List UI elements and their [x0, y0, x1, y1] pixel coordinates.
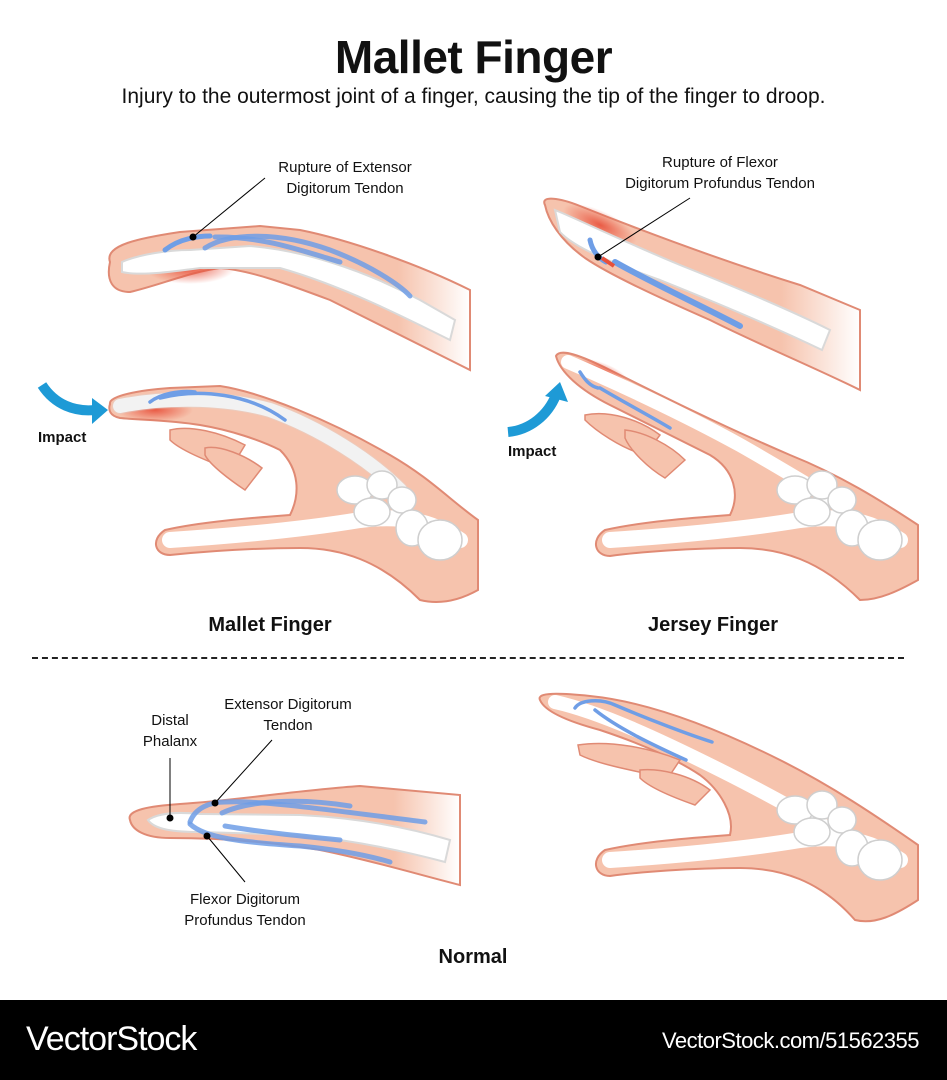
label-distal-phalanx: Distal Phalanx [130, 710, 210, 752]
finger-bones [121, 244, 457, 342]
label-line: Tendon [263, 717, 313, 734]
label-line: Rupture of Extensor [278, 159, 412, 176]
impact-label-jersey: Impact [508, 443, 557, 460]
label-line: Phalanx [142, 733, 198, 750]
annotation-leader-line [192, 177, 266, 238]
caption-normal: Normal [438, 946, 508, 968]
label-line: Profundus Tendon [184, 912, 306, 929]
brand-logo: VectorStock [26, 1020, 197, 1058]
impact-arrow-icon [37, 382, 96, 416]
section-divider [32, 657, 904, 659]
label-rupture-extensor: Rupture of Extensor Digitorum Tendon [250, 157, 440, 199]
normal-finger-closeup [128, 739, 461, 887]
label-flexor-digitorum: Flexor Digitorum Profundus Tendon [160, 889, 330, 931]
page-title: Mallet Finger [334, 31, 613, 83]
image-url: VectorStock.com/51562355 [661, 1028, 920, 1053]
label-rupture-flexor: Rupture of Flexor Digitorum Profundus Te… [610, 152, 830, 194]
label-line: Digitorum Tendon [286, 180, 404, 197]
extensor-digitorum-tendon [187, 799, 428, 825]
mallet-finger-hand [37, 382, 479, 603]
impact-label-mallet: Impact [38, 429, 87, 446]
jersey-finger-hand [507, 351, 919, 602]
label-extensor-digitorum: Extensor Digitorum Tendon [203, 694, 373, 736]
caption-jersey-finger: Jersey Finger [647, 614, 779, 636]
illustration-canvas [37, 177, 919, 923]
mallet-finger-closeup [107, 177, 471, 372]
ruptured-extensor-tendon-distal [162, 233, 213, 253]
page-subtitle: Injury to the outermost joint of a finge… [121, 85, 826, 108]
label-line: Extensor Digitorum [224, 696, 352, 713]
impact-arrow-icon [507, 392, 561, 437]
normal-hand [538, 692, 919, 923]
label-line: Flexor Digitorum [189, 891, 301, 908]
label-line: Distal [151, 712, 189, 729]
caption-mallet-finger: Mallet Finger [208, 614, 332, 636]
label-line: Digitorum Profundus Tendon [625, 175, 815, 192]
ruptured-flexor-tendon [612, 259, 743, 329]
jersey-finger-closeup [543, 197, 861, 392]
watermark-footer: VectorStock VectorStock.com/51562355 [0, 1000, 947, 1080]
label-line: Rupture of Flexor [662, 154, 778, 171]
